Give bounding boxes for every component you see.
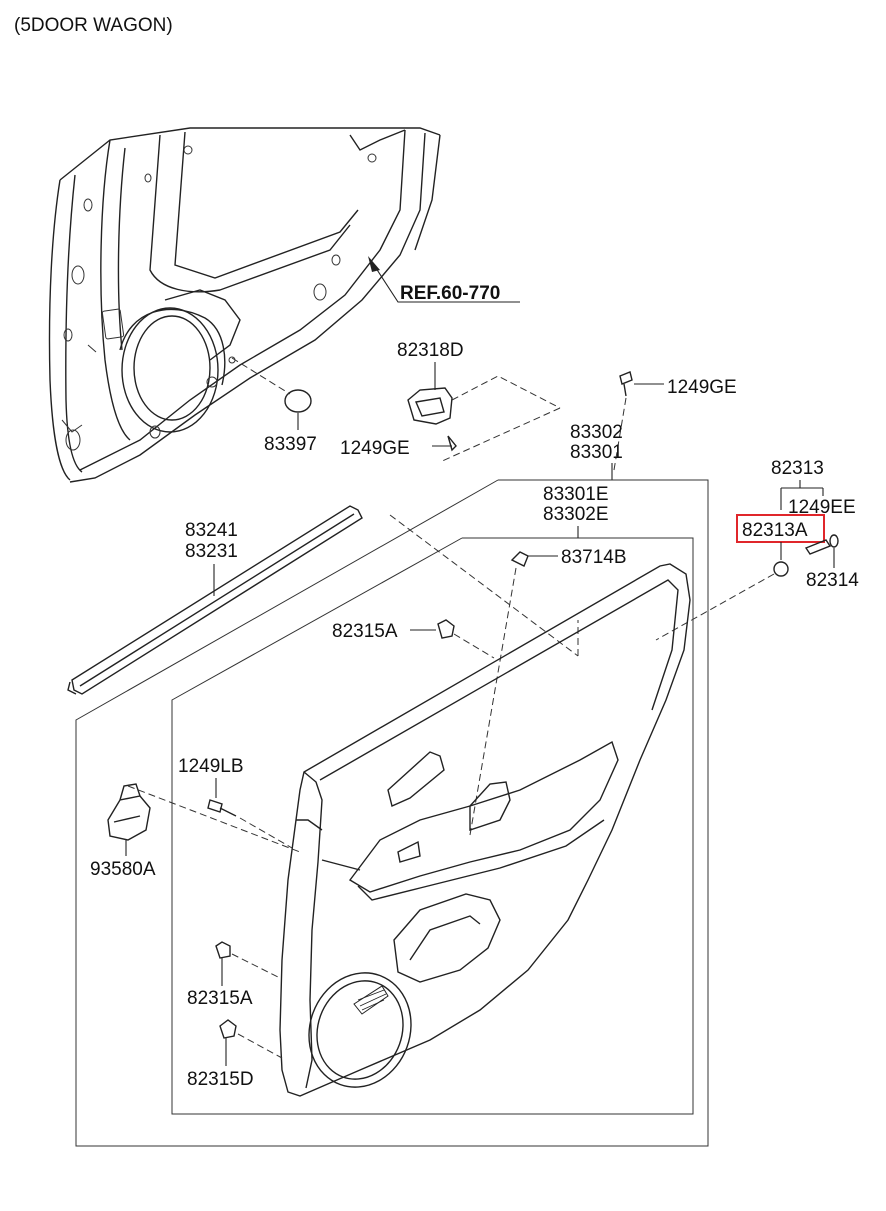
reference-label: REF.60-770 bbox=[400, 283, 500, 304]
plug-83397: 83397 bbox=[231, 357, 317, 455]
diagram-title: (5DOOR WAGON) bbox=[14, 15, 173, 36]
trim-panel-outline bbox=[171, 537, 694, 1115]
weatherstrip-83241: 83241 83231 bbox=[67, 505, 363, 695]
callout-82314: 82314 bbox=[806, 570, 859, 591]
callout-83302E: 83302E bbox=[543, 504, 609, 525]
callout-group-83301: 83302 83301 bbox=[570, 422, 623, 480]
trim-assembly-outline bbox=[75, 479, 709, 1147]
callout-83302: 83302 bbox=[570, 422, 623, 443]
callout-83301E: 83301E bbox=[543, 484, 609, 505]
callout-93580A: 93580A bbox=[90, 859, 156, 880]
switch-93580A: 93580A bbox=[90, 783, 301, 880]
callout-83397: 83397 bbox=[264, 434, 317, 455]
callout-83241: 83241 bbox=[185, 520, 238, 541]
callout-82318D: 82318D bbox=[397, 340, 464, 361]
callout-82313A: 82313A bbox=[742, 520, 808, 541]
screw-1249LB: 1249LB bbox=[178, 756, 293, 849]
callout-1249GE-bracket: 1249GE bbox=[340, 438, 410, 459]
clip-83714B: 83714B bbox=[469, 547, 627, 836]
callout-group-82313: 82313 1249EE 82313A 82314 bbox=[655, 458, 859, 641]
callout-82313: 82313 bbox=[771, 458, 824, 479]
callout-82315A-lower: 82315A bbox=[187, 988, 253, 1009]
clip-82315A-top: 82315A bbox=[332, 619, 495, 659]
callout-1249GE-top: 1249GE bbox=[667, 377, 737, 398]
callout-82315A-top: 82315A bbox=[332, 621, 398, 642]
guide-line bbox=[389, 514, 579, 657]
callout-group-83301E: 83301E 83302E bbox=[543, 484, 609, 538]
bracket-82318D: 82318D 1249GE bbox=[340, 340, 561, 463]
callout-83231: 83231 bbox=[185, 541, 238, 562]
reference-callout: REF.60-770 bbox=[368, 256, 520, 304]
clip-82315D: 82315D bbox=[187, 1019, 283, 1090]
door-inner-frame bbox=[48, 127, 441, 483]
screw-1249GE-top: 1249GE bbox=[613, 371, 737, 471]
clip-82315A-lower: 82315A bbox=[187, 941, 281, 1009]
callout-83301: 83301 bbox=[570, 442, 623, 463]
door-trim-panel bbox=[279, 563, 691, 1097]
callout-1249LB: 1249LB bbox=[178, 756, 244, 777]
callout-1249EE: 1249EE bbox=[788, 497, 856, 518]
callout-83714B: 83714B bbox=[561, 547, 627, 568]
callout-82315D: 82315D bbox=[187, 1069, 254, 1090]
